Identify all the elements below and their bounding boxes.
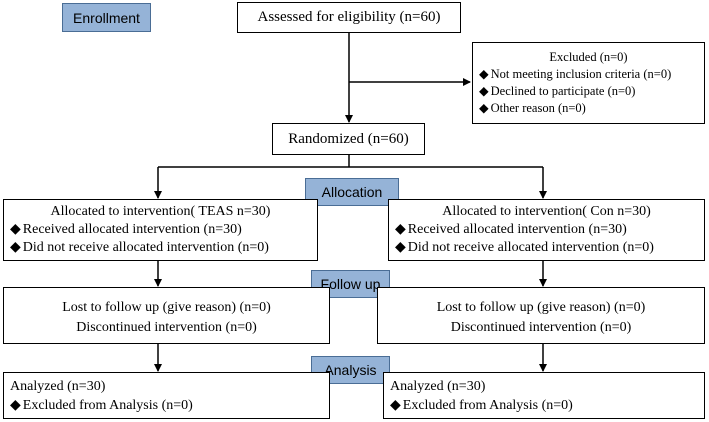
followup-left-lost: Lost to follow up (give reason) (n=0)	[62, 300, 271, 315]
excluded-item: Other reason (n=0)	[479, 100, 704, 117]
analysis-right-box: Analyzed (n=30) Excluded from Analysis (…	[383, 372, 705, 419]
stage-label-enrollment: Enrollment	[62, 3, 151, 32]
allocation-right-item: Did not receive allocated intervention (…	[395, 239, 704, 257]
randomized-text: Randomized (n=60)	[288, 130, 409, 147]
stage-label-allocation: Allocation	[305, 178, 399, 206]
followup-right-discontinued: Discontinued intervention (n=0)	[450, 320, 632, 335]
allocation-left-item: Received allocated intervention (n=30)	[10, 221, 317, 239]
analysis-left-box: Analyzed (n=30) Excluded from Analysis (…	[3, 372, 330, 419]
followup-left-box: Lost to follow up (give reason) (n=0) Di…	[3, 287, 330, 344]
assessed-box: Assessed for eligibility (n=60)	[237, 2, 461, 33]
followup-left-discontinued: Discontinued intervention (n=0)	[76, 320, 257, 335]
analysis-left-excluded: Excluded from Analysis (n=0)	[10, 396, 329, 415]
allocation-right-box: Allocated to intervention( Con n=30) Rec…	[388, 199, 705, 261]
allocation-left-title: Allocated to intervention( TEAS n=30)	[50, 204, 271, 219]
stage-label-follow-up: Follow up	[311, 270, 390, 298]
followup-right-box: Lost to follow up (give reason) (n=0) Di…	[377, 287, 705, 344]
randomized-box: Randomized (n=60)	[272, 123, 425, 155]
analysis-right-excluded: Excluded from Analysis (n=0)	[390, 396, 704, 415]
excluded-item: Not meeting inclusion criteria (n=0)	[479, 66, 704, 83]
excluded-box: Excluded (n=0) Not meeting inclusion cri…	[472, 42, 705, 124]
allocation-right-item: Received allocated intervention (n=30)	[395, 221, 704, 239]
allocation-left-item: Did not receive allocated intervention (…	[10, 239, 317, 257]
analysis-right-analyzed: Analyzed (n=30)	[390, 379, 486, 394]
excluded-title: Excluded (n=0)	[549, 50, 628, 64]
assessed-text: Assessed for eligibility (n=60)	[257, 9, 441, 25]
allocation-right-title: Allocated to intervention( Con n=30)	[442, 204, 651, 219]
followup-right-lost: Lost to follow up (give reason) (n=0)	[436, 300, 646, 315]
analysis-left-analyzed: Analyzed (n=30)	[10, 379, 106, 394]
excluded-item: Declined to participate (n=0)	[479, 83, 704, 100]
allocation-left-box: Allocated to intervention( TEAS n=30) Re…	[3, 199, 318, 261]
